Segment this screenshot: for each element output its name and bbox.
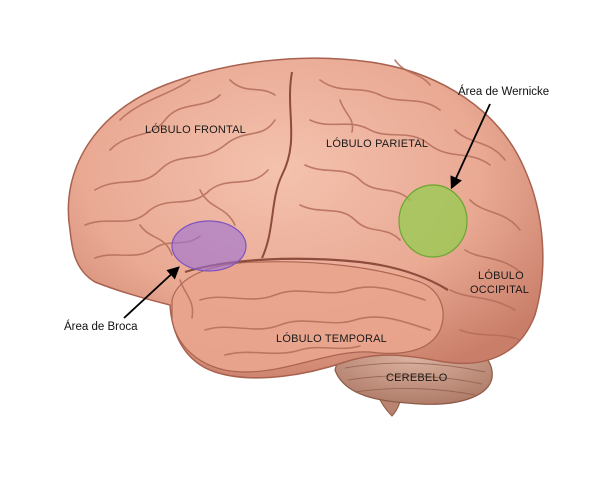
- central-sulcus: [261, 71, 293, 259]
- broca-annotation: Área de Broca: [64, 320, 138, 333]
- wernicke-annotation: Área de Wernicke: [458, 85, 549, 98]
- occipital-lobe-label-line1: LÓBULO: [478, 269, 524, 282]
- broca-area-highlight: [171, 220, 247, 272]
- gyri-pattern: [84, 59, 521, 356]
- temporal-lobe: [171, 261, 444, 373]
- temporal-lobe-label: LÓBULO TEMPORAL: [276, 332, 387, 345]
- cerebellum-label: CEREBELO: [386, 372, 448, 384]
- parietal-lobe-label: LÓBULO PARIETAL: [326, 137, 428, 150]
- wernicke-area-highlight: [398, 184, 468, 258]
- broca-arrow: [123, 266, 180, 319]
- wernicke-arrow: [450, 103, 491, 190]
- occipital-lobe-label-line2: OCCIPITAL: [470, 284, 529, 296]
- frontal-lobe-label: LÓBULO FRONTAL: [145, 123, 246, 136]
